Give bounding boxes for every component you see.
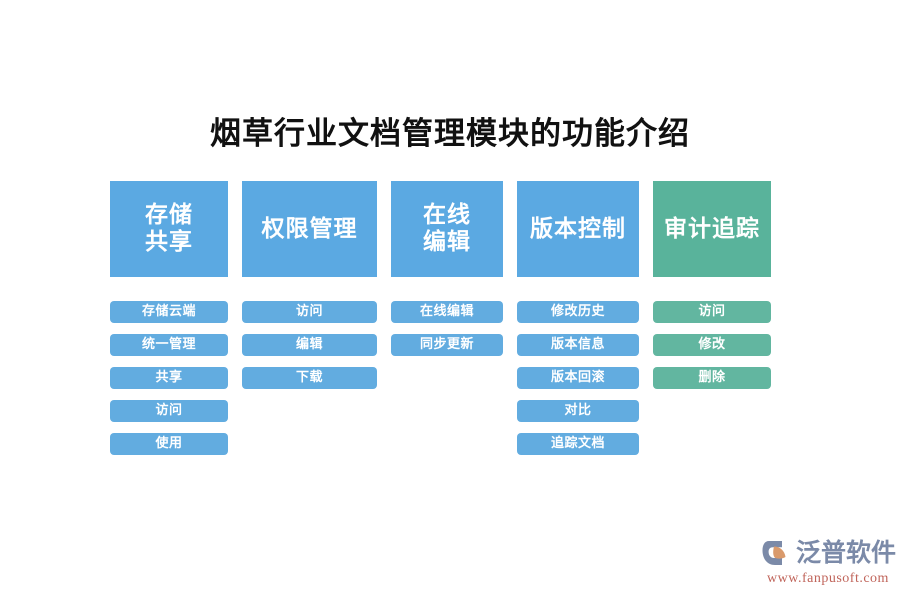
feature-item[interactable]: 修改历史 bbox=[517, 301, 639, 323]
feature-item[interactable]: 版本回滚 bbox=[517, 367, 639, 389]
brand-logo: 泛普软件 www.fanpusoft.com bbox=[762, 536, 897, 588]
feature-item[interactable]: 存储云端 bbox=[110, 301, 228, 323]
feature-item[interactable]: 下载 bbox=[242, 367, 377, 389]
column-header-label: 审计追踪 bbox=[664, 216, 760, 243]
feature-item[interactable]: 版本信息 bbox=[517, 334, 639, 356]
feature-item[interactable]: 访问 bbox=[653, 301, 771, 323]
feature-item[interactable]: 删除 bbox=[653, 367, 771, 389]
column-item-list: 存储云端统一管理共享访问使用 bbox=[110, 301, 228, 455]
column-header-line: 审计追踪 bbox=[664, 215, 760, 242]
feature-item[interactable]: 统一管理 bbox=[110, 334, 228, 356]
feature-column: 版本控制修改历史版本信息版本回滚对比追踪文档 bbox=[517, 181, 639, 455]
column-header[interactable]: 审计追踪 bbox=[653, 181, 771, 277]
column-header[interactable]: 在线编辑 bbox=[391, 181, 503, 277]
feature-item[interactable]: 使用 bbox=[110, 433, 228, 455]
column-header-label: 在线编辑 bbox=[423, 202, 471, 256]
column-item-list: 访问编辑下载 bbox=[242, 301, 377, 389]
feature-columns: 存储共享存储云端统一管理共享访问使用权限管理访问编辑下载在线编辑在线编辑同步更新… bbox=[110, 181, 815, 471]
column-header-line: 编辑 bbox=[423, 229, 471, 255]
column-header-label: 存储共享 bbox=[145, 202, 193, 256]
column-header-line: 版本控制 bbox=[530, 215, 626, 242]
feature-item[interactable]: 访问 bbox=[242, 301, 377, 323]
feature-column: 在线编辑在线编辑同步更新 bbox=[391, 181, 503, 356]
logo-wordmark: 泛普软件 bbox=[796, 538, 897, 567]
column-header[interactable]: 版本控制 bbox=[517, 181, 639, 277]
logo-row: 泛普软件 bbox=[762, 536, 897, 570]
feature-item[interactable]: 访问 bbox=[110, 400, 228, 422]
column-item-list: 在线编辑同步更新 bbox=[391, 301, 503, 356]
feature-item[interactable]: 编辑 bbox=[242, 334, 377, 356]
logo-url: www.fanpusoft.com bbox=[767, 571, 889, 586]
feature-item[interactable]: 同步更新 bbox=[391, 334, 503, 356]
feature-column: 审计追踪访问修改删除 bbox=[653, 181, 771, 389]
column-header[interactable]: 权限管理 bbox=[242, 181, 377, 277]
page-title: 烟草行业文档管理模块的功能介绍 bbox=[210, 116, 690, 152]
column-header-line: 权限管理 bbox=[261, 215, 358, 242]
feature-item[interactable]: 修改 bbox=[653, 334, 771, 356]
column-header-line: 共享 bbox=[145, 229, 193, 255]
feature-item[interactable]: 追踪文档 bbox=[517, 433, 639, 455]
feature-item[interactable]: 共享 bbox=[110, 367, 228, 389]
fanpu-logo-mark-icon bbox=[762, 541, 786, 565]
column-header[interactable]: 存储共享 bbox=[110, 181, 228, 277]
column-header-label: 权限管理 bbox=[262, 216, 358, 243]
feature-column: 权限管理访问编辑下载 bbox=[242, 181, 377, 389]
column-item-list: 修改历史版本信息版本回滚对比追踪文档 bbox=[517, 301, 639, 455]
column-header-label: 版本控制 bbox=[530, 216, 626, 243]
column-header-line: 存储 bbox=[145, 202, 193, 228]
column-item-list: 访问修改删除 bbox=[653, 301, 771, 389]
column-header-line: 在线 bbox=[423, 202, 471, 228]
feature-item[interactable]: 对比 bbox=[517, 400, 639, 422]
feature-item[interactable]: 在线编辑 bbox=[391, 301, 503, 323]
feature-column: 存储共享存储云端统一管理共享访问使用 bbox=[110, 181, 228, 455]
